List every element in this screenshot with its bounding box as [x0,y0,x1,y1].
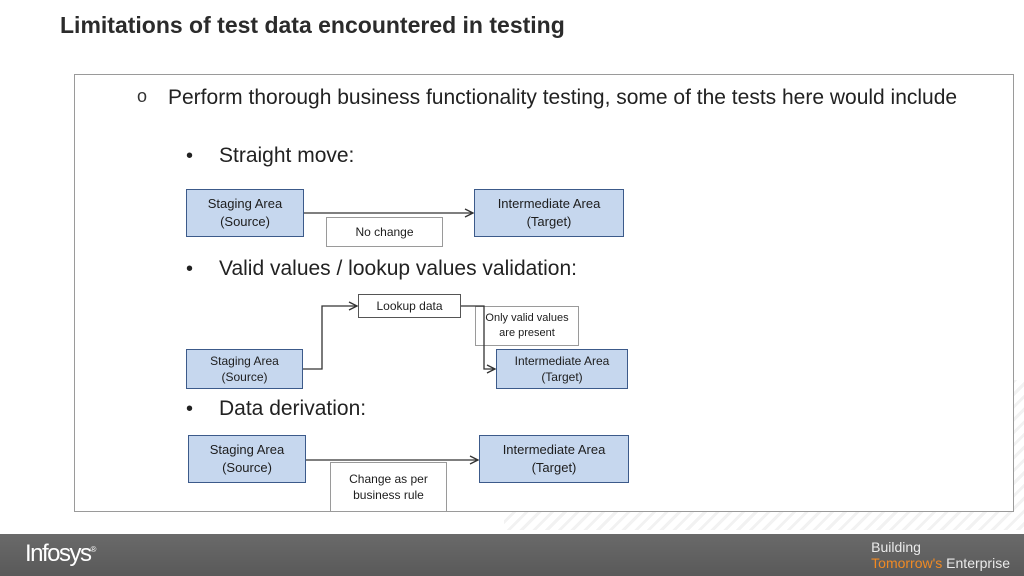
label-data-derivation: Data derivation: [219,397,367,420]
straight-move-source-box: Staging Area (Source) [186,189,304,237]
label-straight-move: Straight move: [219,144,355,167]
tagline-accent: Tomorrow's [871,555,943,571]
derivation-source-box: Staging Area (Source) [188,435,306,483]
page-title: Limitations of test data encountered in … [60,12,565,38]
intro-text: Perform thorough business functionality … [168,86,958,109]
footer-bar: Infosys® Building Tomorrow's Enterprise [0,534,1024,576]
tagline-line1: Building [871,539,921,555]
straight-move-note-box: No change [326,217,443,247]
bullet-data-derivation: • [186,398,194,420]
derivation-note-box: Change as per business rule [330,462,447,512]
tagline-line2: Tomorrow's Enterprise [871,555,1010,571]
logo-registered-mark: ® [90,545,97,554]
tagline-rest: Enterprise [942,555,1010,571]
lookup-target-box: Intermediate Area (Target) [496,349,628,389]
footer-tagline: Building Tomorrow's Enterprise [871,539,1010,571]
lookup-data-to-target-arrow [461,305,495,369]
derivation-target-box: Intermediate Area (Target) [479,435,629,483]
label-lookup-validation: Valid values / lookup values validation: [219,257,577,280]
intro-bullet: o [137,86,148,106]
lookup-data-box: Lookup data [358,294,461,318]
bullet-lookup-validation: • [186,258,194,280]
infosys-logo: Infosys® [25,540,96,568]
lookup-note-box: Only valid values are present [475,306,579,346]
lookup-to-data-arrow [303,306,357,370]
lookup-source-box: Staging Area (Source) [186,349,303,389]
bullet-straight-move: • [186,145,194,167]
logo-text: Infosys [25,540,92,567]
straight-move-target-box: Intermediate Area (Target) [474,189,624,237]
